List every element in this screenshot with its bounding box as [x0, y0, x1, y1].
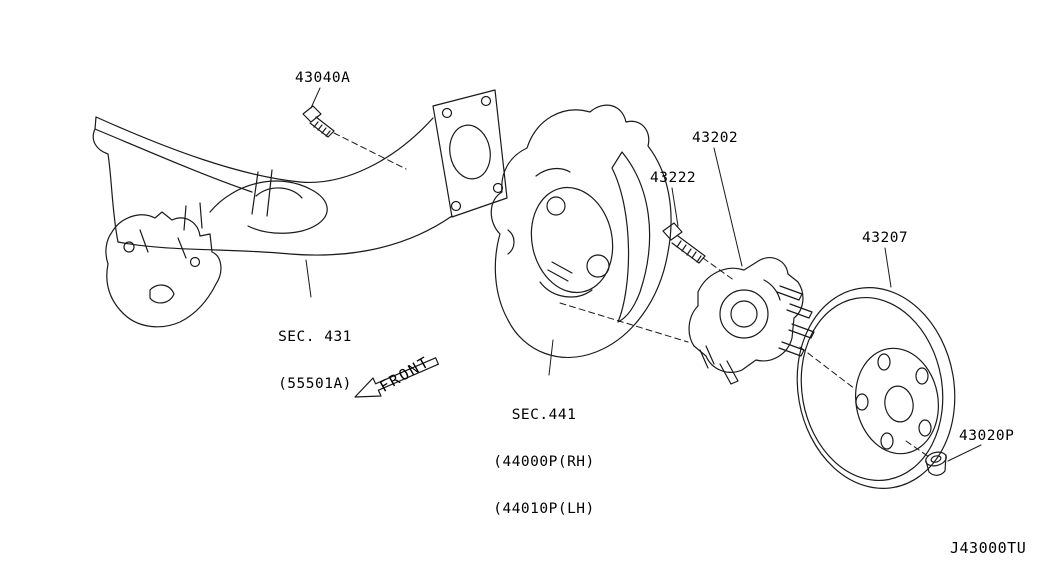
- part-label-43020p: 43020P: [959, 428, 1015, 444]
- part-label-43207: 43207: [862, 230, 909, 246]
- section-431-title: SEC. 431: [278, 329, 352, 346]
- drawing-number: J43000TU: [950, 539, 1027, 557]
- part-label-43222: 43222: [650, 170, 697, 186]
- section-431-part: (55501A): [278, 376, 352, 393]
- section-441-part-lh: (44010P(LH): [493, 501, 595, 518]
- part-label-43040a: 43040A: [295, 70, 351, 86]
- bolt-43040a-art: [302, 105, 335, 138]
- assembly-axis-lines: [333, 132, 930, 458]
- section-441-title: SEC.441: [511, 407, 577, 424]
- grease-cap-art: [925, 451, 947, 476]
- leader-lines: [305, 87, 982, 462]
- part-label-43202: 43202: [692, 130, 739, 146]
- section-label-441: SEC.441 (44000P(RH) (44010P(LH): [492, 377, 596, 549]
- bolt-43222-art: [662, 222, 706, 264]
- brake-backing-plate-art: [490, 104, 672, 359]
- hub-bearing-assembly-art: [688, 257, 815, 385]
- brake-rotor-art: [796, 287, 956, 489]
- rear-axle-beam-art: [92, 89, 508, 328]
- front-direction-arrow: [354, 357, 439, 398]
- section-label-431: SEC. 431 (55501A): [274, 299, 356, 424]
- section-441-part-rh: (44000P(RH): [493, 454, 595, 471]
